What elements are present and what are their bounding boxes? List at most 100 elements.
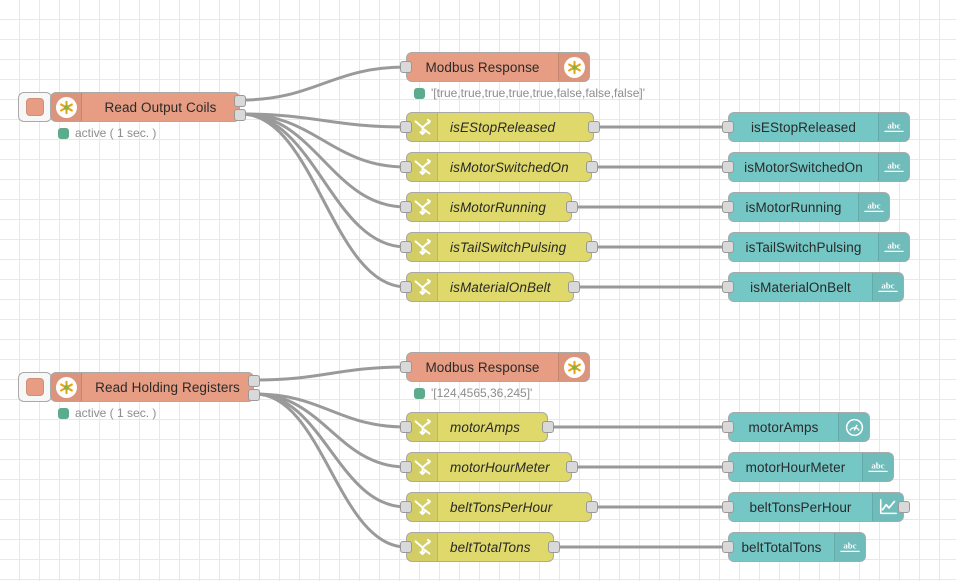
input-port[interactable] [722, 241, 734, 253]
wire[interactable] [239, 112, 408, 129]
svg-text:abc: abc [887, 121, 900, 131]
dashboard-node[interactable]: beltTonsPerHour [722, 492, 910, 522]
input-port[interactable] [400, 421, 412, 433]
status-dot [414, 87, 425, 99]
input-port[interactable] [722, 541, 734, 553]
modbus-response-node-label: Modbus Response [425, 59, 540, 75]
output-port[interactable] [248, 389, 260, 401]
output-port[interactable] [234, 95, 246, 107]
output-port[interactable] [234, 109, 246, 121]
input-port[interactable] [400, 461, 412, 473]
change-node[interactable]: motorHourMeter [400, 452, 578, 482]
svg-text:abc: abc [867, 201, 880, 211]
node-icon-slot: abc [862, 453, 893, 481]
output-port[interactable] [548, 541, 560, 553]
input-port[interactable] [722, 281, 734, 293]
abc-icon: abc [838, 538, 862, 556]
change-node[interactable]: isMotorSwitchedOn [400, 152, 598, 182]
wire[interactable] [253, 365, 408, 382]
abc-icon: abc [882, 238, 906, 256]
dashboard-node-label: isMotorRunning [745, 199, 842, 215]
abc-icon: abc [866, 458, 890, 476]
change-node[interactable]: beltTonsPerHour [400, 492, 598, 522]
wire[interactable] [253, 392, 408, 429]
change-node[interactable]: isMaterialOnBelt [400, 272, 580, 302]
modbus-read-node[interactable]: Read Holding Registers [50, 372, 260, 402]
input-port[interactable] [400, 361, 412, 373]
change-arrows-icon [412, 497, 433, 518]
dashboard-node-label: isMaterialOnBelt [750, 279, 851, 295]
dashboard-node-label: isEStopReleased [750, 119, 857, 135]
modbus-read-node[interactable]: Read Output Coils [50, 92, 246, 122]
wire[interactable] [253, 392, 408, 509]
input-port[interactable] [722, 201, 734, 213]
input-port[interactable] [400, 541, 412, 553]
modbus-read-node-status: active ( 1 sec. ) [58, 126, 156, 140]
gauge-icon [844, 417, 865, 438]
trigger-button-inner [26, 98, 44, 116]
change-node[interactable]: isEStopReleased [400, 112, 600, 142]
node-icon-slot [407, 413, 438, 441]
input-port[interactable] [400, 161, 412, 173]
wire[interactable] [239, 65, 408, 102]
output-port[interactable] [586, 501, 598, 513]
change-node[interactable]: beltTotalTons [400, 532, 560, 562]
modbus-response-node-label: Modbus Response [425, 359, 540, 375]
input-port[interactable] [400, 201, 412, 213]
change-node[interactable]: isTailSwitchPulsing [400, 232, 598, 262]
wire[interactable] [239, 112, 408, 289]
input-port[interactable] [400, 501, 412, 513]
wire[interactable] [239, 112, 408, 169]
status-text: active ( 1 sec. ) [75, 406, 157, 420]
input-port[interactable] [400, 61, 412, 73]
wire[interactable] [239, 112, 408, 209]
input-port[interactable] [400, 121, 412, 133]
output-port[interactable] [248, 375, 260, 387]
output-port[interactable] [586, 241, 598, 253]
dashboard-node-label: beltTonsPerHour [749, 499, 852, 515]
change-arrows-icon [412, 237, 433, 258]
output-port[interactable] [586, 161, 598, 173]
wire[interactable] [253, 392, 408, 469]
input-port[interactable] [722, 461, 734, 473]
output-port[interactable] [588, 121, 600, 133]
node-icon-slot: abc [858, 193, 889, 221]
change-arrows-icon [412, 537, 433, 558]
output-port[interactable] [566, 461, 578, 473]
output-port[interactable] [566, 201, 578, 213]
input-port[interactable] [722, 501, 734, 513]
dashboard-node[interactable]: isEStopReleased abc [722, 112, 910, 142]
output-port[interactable] [568, 281, 580, 293]
output-port[interactable] [898, 501, 910, 513]
status-text: '[true,true,true,true,true,false,false,f… [431, 86, 646, 100]
input-port[interactable] [722, 161, 734, 173]
dashboard-node[interactable]: motorAmps [722, 412, 870, 442]
node-icon-slot [558, 53, 589, 81]
input-port[interactable] [722, 421, 734, 433]
dashboard-node[interactable]: isMotorRunning abc [722, 192, 890, 222]
modbus-response-node[interactable]: Modbus Response [400, 52, 590, 82]
wire[interactable] [239, 112, 408, 249]
inject-trigger-button[interactable] [18, 372, 52, 402]
node-icon-slot [407, 153, 438, 181]
inject-trigger-button[interactable] [18, 92, 52, 122]
modbus-flower-icon [55, 96, 77, 118]
status-dot [58, 127, 69, 139]
change-arrows-icon [412, 457, 433, 478]
input-port[interactable] [400, 241, 412, 253]
wire[interactable] [253, 392, 408, 549]
output-port[interactable] [542, 421, 554, 433]
input-port[interactable] [400, 281, 412, 293]
modbus-response-node[interactable]: Modbus Response [400, 352, 590, 382]
status-dot [58, 407, 69, 419]
input-port[interactable] [722, 121, 734, 133]
change-node[interactable]: isMotorRunning [400, 192, 578, 222]
change-node[interactable]: motorAmps [400, 412, 554, 442]
dashboard-node-label: isMotorSwitchedOn [744, 159, 863, 175]
